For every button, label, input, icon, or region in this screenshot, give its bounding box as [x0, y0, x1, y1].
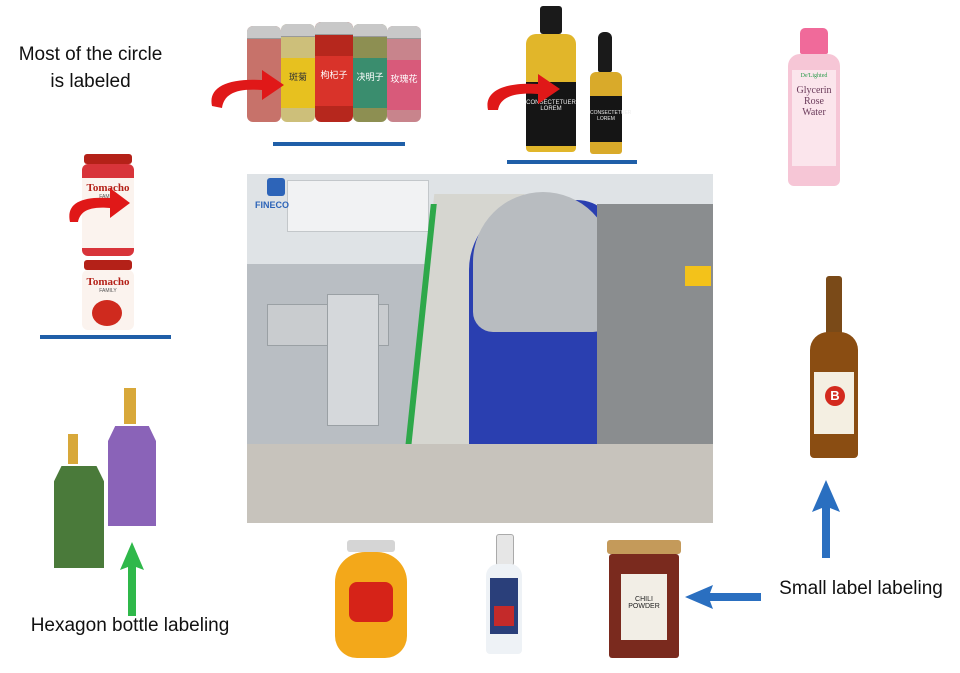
labeling-machine-photo: FINECO: [247, 174, 713, 523]
hex-bottle-purple-pump: [124, 388, 136, 424]
jar-3-label: 枸杞子: [315, 56, 353, 106]
tomato-jar-bottom-lid: [84, 260, 132, 270]
wine-label: B: [814, 372, 854, 434]
rose-water-brand: De'Lighted: [800, 73, 828, 79]
dropper-label-line1: CONSECTETUER: [590, 110, 632, 116]
tomato-jar-bottom: Tomacho FAMILY: [82, 270, 134, 330]
circle-caption-line1: Most of the circle: [18, 44, 163, 65]
jar-5-label: 玫瑰花: [387, 60, 421, 110]
hex-bottle-purple: [108, 426, 156, 526]
tomato-jar-top: Tomacho FAMILY: [82, 164, 134, 256]
blue-up-arrow: [812, 480, 840, 558]
small-label-caption: Small label labeling: [779, 578, 943, 599]
bottle-label-line1: CONSECTETUER: [526, 100, 576, 106]
dropper-label: CONSECTETUER LOREM: [590, 96, 632, 142]
jar-3: 枸杞子: [315, 22, 353, 122]
underline-bar-tomato: [40, 335, 171, 339]
chili-label-line2: POWDER: [628, 603, 660, 610]
rose-water-line1: Glycerin: [796, 85, 832, 96]
circle-caption: Most of the circle is labeled: [8, 41, 173, 95]
jar-4-label: 决明子: [353, 58, 387, 108]
rose-water-line3: Water: [802, 107, 826, 118]
hexagon-caption: Hexagon bottle labeling: [30, 615, 230, 636]
blue-left-arrow: [685, 585, 761, 609]
chili-label-line1: CHILI: [635, 596, 653, 603]
dropper-cap: [598, 32, 612, 72]
jar-5: 玫瑰花: [387, 26, 421, 122]
fineco-logo-mark: [267, 178, 285, 196]
hex-bottle-green-pump: [68, 434, 78, 464]
rose-water-bottle-photo: De'Lighted Glycerin Rose Water: [786, 28, 842, 188]
circle-caption-line2: is labeled: [50, 71, 131, 92]
dropper-label-line2: LOREM: [597, 116, 615, 122]
green-up-arrow: [120, 542, 144, 616]
tomato-jar-top-label: Tomacho FAMILY: [82, 178, 134, 248]
roller-top-plate: [473, 192, 613, 332]
wine-label-letter: B: [825, 386, 845, 406]
tomato-brand-bottom: Tomacho: [86, 276, 130, 288]
swing-top-label: [490, 578, 518, 634]
wine-bottle-neck: [826, 276, 842, 336]
chili-jar-photo: CHILI POWDER: [607, 540, 681, 658]
tomato-brand-top: Tomacho: [86, 182, 130, 194]
gear-motor: [597, 204, 713, 444]
bottle-label-line2: LOREM: [540, 106, 562, 112]
guide-support-block: [327, 294, 379, 426]
red-curved-arrow-tomato: [69, 188, 130, 222]
underline-bar-jars: [273, 142, 405, 146]
peach-jar-lid: [347, 540, 395, 552]
jar-4: 决明子: [353, 24, 387, 122]
peach-jar-label: [349, 582, 393, 622]
tomato-jars-photo: Tomacho FAMILY Tomacho FAMILY: [78, 154, 138, 332]
red-curved-arrow-jars: [211, 70, 284, 108]
chili-jar-body: CHILI POWDER: [609, 554, 679, 658]
swing-top-cap: [496, 534, 514, 566]
bottle-cap: [540, 6, 562, 34]
warning-sticker: [685, 266, 711, 286]
fineco-logo: FINECO: [255, 178, 299, 218]
jar-2: 斑菊: [281, 24, 315, 122]
tomato-illustration: [92, 300, 122, 326]
rose-water-body: De'Lighted Glycerin Rose Water: [788, 54, 840, 186]
chili-jar-label: CHILI POWDER: [621, 574, 667, 640]
jar-2-label: 斑菊: [281, 58, 315, 108]
rose-water-cap: [800, 28, 828, 54]
red-curved-arrow-bottles: [487, 74, 560, 110]
wine-bottle-body: B: [810, 332, 858, 458]
hex-bottle-green: [54, 466, 104, 568]
tomato-jar-top-lid: [84, 154, 132, 164]
fineco-logo-text: FINECO: [255, 200, 290, 210]
tomato-sub-bottom: FAMILY: [99, 288, 117, 294]
swing-top-bottle-photo: [482, 534, 526, 656]
tomato-sub-top: FAMILY: [99, 194, 117, 200]
chili-jar-lid: [607, 540, 681, 554]
rose-water-label: De'Lighted Glycerin Rose Water: [792, 70, 836, 166]
wine-bottle-photo: B: [806, 276, 862, 460]
dropper-body: CONSECTETUER LOREM: [590, 72, 632, 154]
hexagon-bottles-photo: [52, 388, 162, 572]
rose-water-line2: Rose: [804, 96, 824, 107]
peach-jar-body: [335, 552, 407, 658]
swing-top-body: [486, 564, 522, 654]
underline-bar-bottles: [507, 160, 637, 164]
peach-jar-photo: [333, 540, 409, 660]
herbal-jars-photo: 斑菊 枸杞子 决明子 玫瑰花: [245, 22, 423, 124]
